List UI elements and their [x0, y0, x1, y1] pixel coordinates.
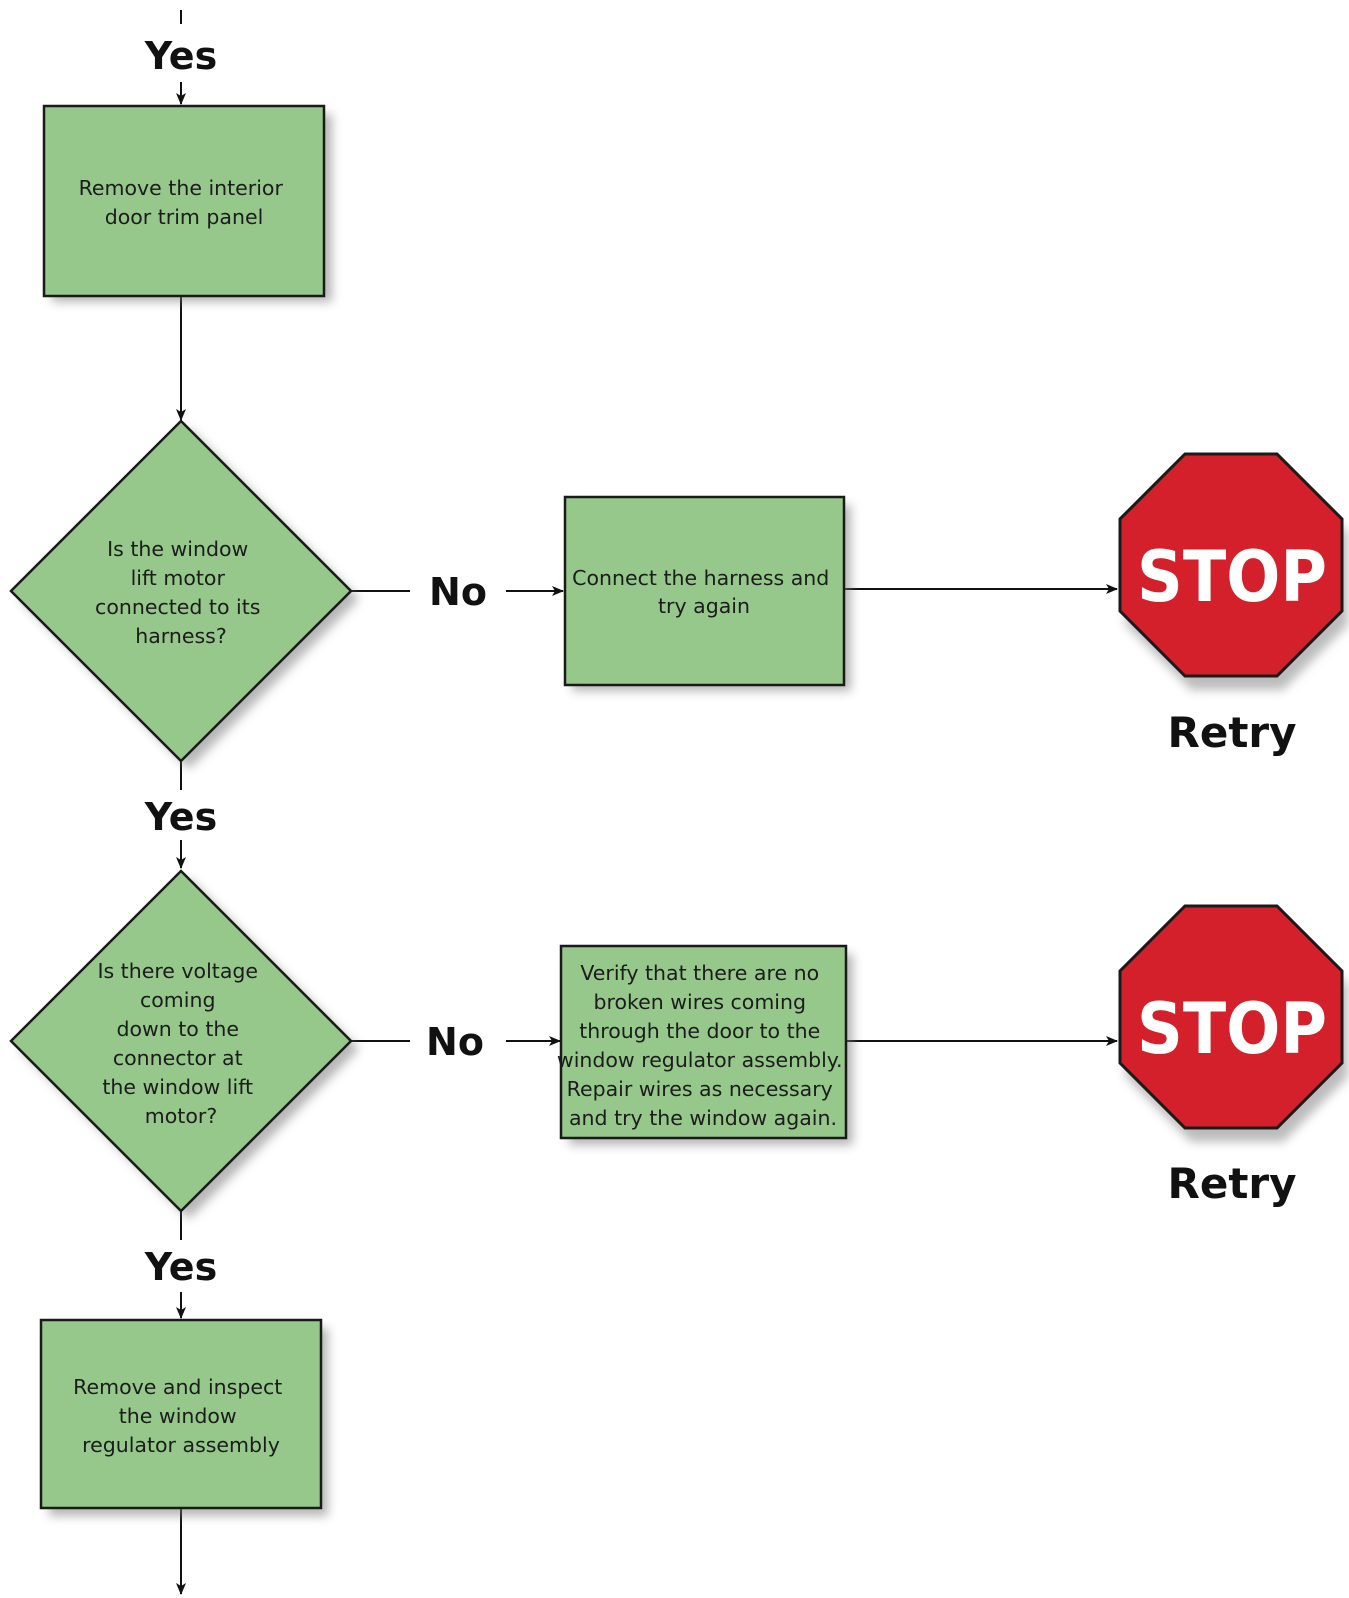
no-label-voltage: No — [426, 1020, 484, 1064]
decision-diamond-harness: Is the window lift motor connected to it… — [9, 419, 359, 769]
process-box-remove-trim: Remove the interior door trim panel — [42, 104, 332, 302]
yes-label-top: Yes — [144, 34, 217, 78]
retry-label-2: Retry — [1168, 1159, 1297, 1208]
process-box-text: Connect the harness and try again — [572, 566, 836, 618]
stop-sign-1: STOP — [1118, 452, 1348, 690]
retry-label-1: Retry — [1168, 708, 1297, 757]
decision-text: Is the window lift motor connected to it… — [95, 537, 267, 648]
process-box-text: Remove and inspect the window regulator … — [73, 1375, 289, 1457]
decision-text: Is there voltage coming down to the conn… — [97, 959, 264, 1128]
stop-sign-text: STOP — [1137, 536, 1327, 618]
process-box-connect-harness: Connect the harness and try again — [563, 495, 851, 691]
process-box-text: Remove the interior door trim panel — [79, 176, 290, 229]
process-box-inspect-regulator: Remove and inspect the window regulator … — [39, 1318, 328, 1516]
no-label-harness: No — [429, 570, 487, 614]
stop-sign-2: STOP — [1118, 904, 1348, 1142]
yes-label-voltage: Yes — [144, 1245, 217, 1289]
yes-label-harness: Yes — [144, 795, 217, 839]
stop-sign-text: STOP — [1137, 988, 1327, 1070]
process-box-verify-wires: Verify that there are no broken wires co… — [557, 944, 853, 1145]
connectors — [176, 10, 1118, 1595]
process-box-text: Verify that there are no broken wires co… — [557, 961, 849, 1130]
decision-diamond-voltage: Is there voltage coming down to the conn… — [9, 869, 359, 1219]
